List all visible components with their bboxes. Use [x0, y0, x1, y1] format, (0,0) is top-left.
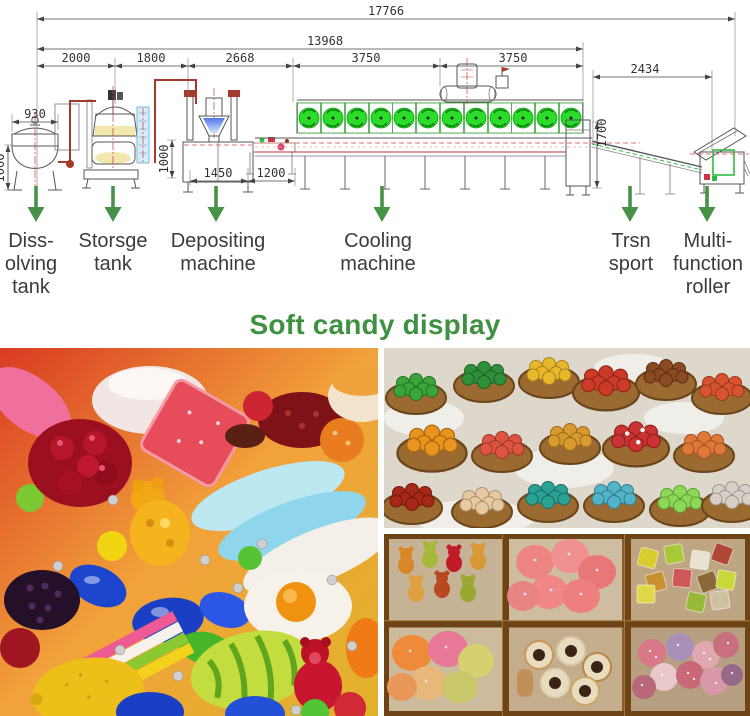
down-arrows [27, 186, 716, 222]
label-dissolving-tank: Diss- olving tank [4, 230, 58, 298]
dim-line-length: 13968 [307, 34, 343, 48]
dim-tank-width: 930 [24, 107, 46, 121]
label-multi-function-roller: Multi- function roller [672, 230, 744, 298]
cooling-machine-drawing [255, 99, 640, 196]
transport-conveyor-drawing [591, 140, 703, 195]
label-storage-tank: Storsge tank [78, 230, 148, 275]
cell-sugar-cubes [636, 542, 737, 613]
down-arrow [698, 186, 716, 222]
dim-dissolving-span: 2000 [62, 51, 91, 65]
cell-sugared-berries [632, 632, 743, 699]
candy-shapes [0, 366, 378, 716]
down-arrow [207, 186, 225, 222]
dim-depositor-width: 1450 [204, 166, 233, 180]
candy-photo-grid [0, 348, 750, 716]
dim-discharge-height: 1700 [595, 119, 609, 148]
cell-licorice-rolls [517, 636, 612, 706]
depositing-machine-drawing [182, 88, 254, 193]
dim-cooling-span-a: 3750 [352, 51, 381, 65]
dim-cooling-span-b: 3750 [499, 51, 528, 65]
production-line-diagram: 17766 13968 2000 1800 2668 3750 3750 243… [0, 0, 750, 302]
transfer-bridge-drawing [246, 137, 296, 175]
silver-dragees [52, 494, 358, 716]
cell-pink-drops [507, 539, 616, 613]
down-arrow [373, 186, 391, 222]
storage-tank-drawing [54, 86, 150, 189]
dim-bridge-width: 1200 [257, 166, 286, 180]
line-drawing: 17766 13968 2000 1800 2668 3750 3750 243… [0, 4, 750, 222]
dimension-lines: 17766 13968 2000 1800 2668 3750 3750 243… [0, 4, 736, 198]
section-title: Soft candy display [249, 309, 501, 340]
down-arrow [621, 186, 639, 222]
box-dividers [384, 534, 750, 716]
label-transport: Trsn sport [608, 230, 654, 275]
photo-candy-baskets-market [384, 348, 750, 528]
dim-storage-span: 1800 [137, 51, 166, 65]
dim-depositing-span: 2668 [226, 51, 255, 65]
down-arrow [104, 186, 122, 222]
down-arrow [27, 186, 45, 222]
multi-function-roller-drawing [690, 127, 750, 194]
dim-tank-height: 1000 [0, 154, 7, 183]
photo-candy-assortment-wooden-box [384, 534, 750, 716]
label-depositing-machine: Depositing machine [170, 230, 266, 275]
dim-transport-span: 2434 [631, 62, 660, 76]
label-cooling-machine: Cooling machine [340, 230, 416, 275]
photo-assorted-soft-candy-closeup [0, 348, 378, 716]
cell-big-gummies [387, 631, 494, 703]
dissolving-tank-drawing [8, 114, 62, 196]
dim-total-length: 17766 [368, 4, 404, 18]
candy-baskets [384, 357, 750, 528]
dim-depositor-height: 1000 [157, 145, 171, 174]
